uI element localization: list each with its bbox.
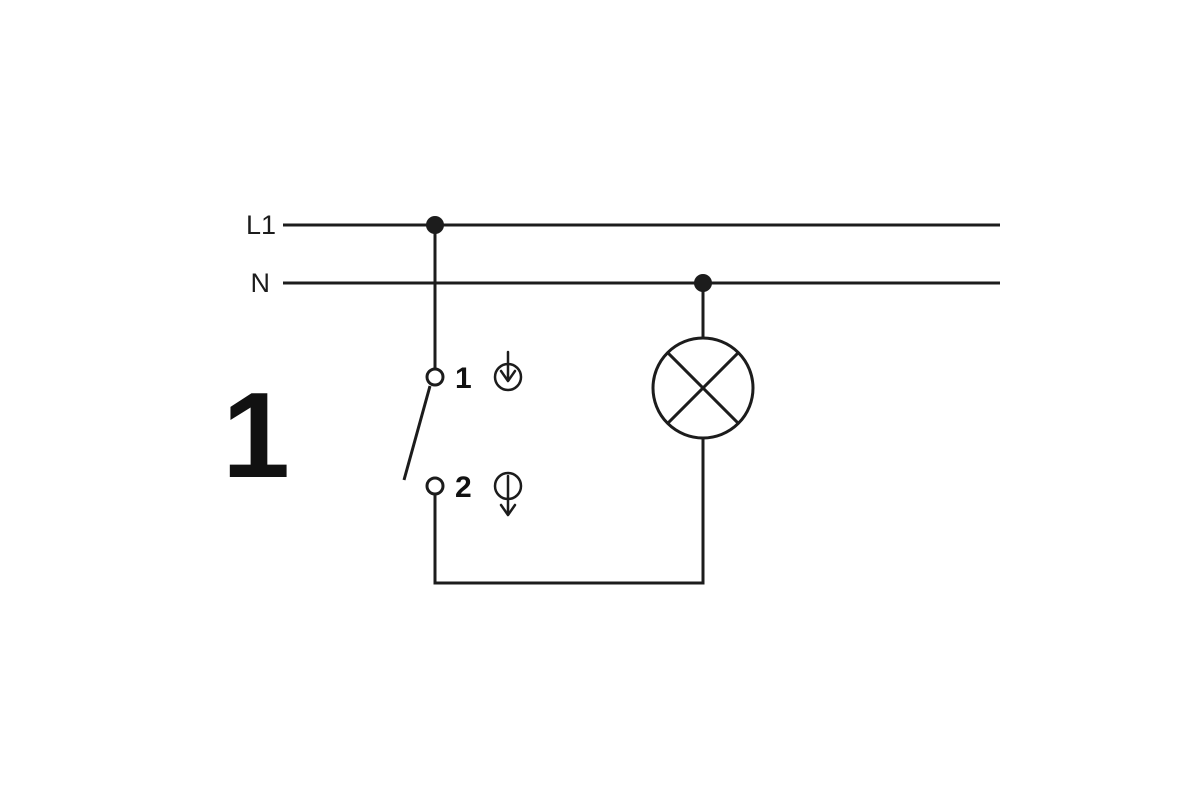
phase-label-l1: L1	[246, 210, 276, 240]
switched-live-wire	[433, 438, 705, 585]
step-number: 1	[222, 367, 288, 503]
switch-terminal-2	[425, 476, 445, 496]
switch-symbol	[402, 367, 445, 496]
lamp-icon	[651, 336, 755, 440]
indicator-arrowhead-1	[499, 369, 517, 383]
indicator-arrowhead-2	[499, 503, 517, 517]
neutral-label-n: N	[251, 268, 271, 298]
lamp-cross-line-2	[666, 351, 740, 425]
switch-terminal-1	[425, 367, 445, 387]
arrow-through-circle-icon	[493, 471, 523, 517]
terminal-1-label: 1	[455, 362, 472, 395]
switch-lever	[402, 385, 432, 481]
terminal-2-label: 2	[455, 471, 472, 504]
arrow-into-circle-icon	[493, 350, 523, 392]
